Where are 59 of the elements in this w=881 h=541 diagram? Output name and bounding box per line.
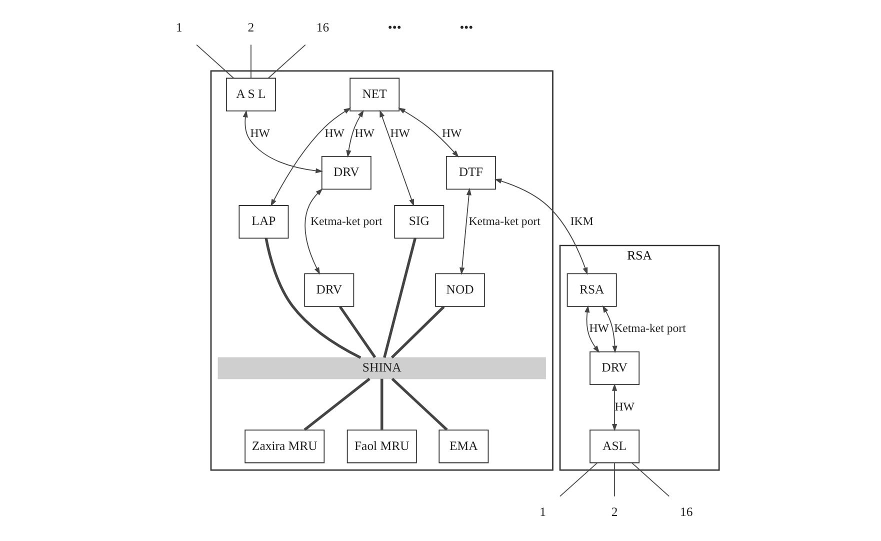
connector [250,44,252,79]
connector [196,44,234,79]
connector [304,378,370,431]
edge-label: HW [250,126,270,140]
arrow [602,305,618,354]
edge-label: HW [442,126,462,140]
connector [380,378,384,430]
node-text: 1 [540,505,546,520]
connector [614,462,616,497]
node-box: DTF [446,156,496,190]
node-box: A S L [226,78,276,112]
node-box: NET [350,78,400,112]
connector [338,306,376,358]
label: ••• [388,20,402,35]
arrow [460,188,472,275]
node-text: 16 [316,20,330,35]
node-box: SIG [394,205,444,239]
node-box: SHINA [218,357,546,380]
connector [390,306,445,359]
arrow [494,178,588,275]
node-text: 2 [248,20,254,35]
node-box: NOD [435,273,486,307]
connector [264,238,362,359]
arrow [380,110,414,206]
node-box: ASL [590,430,640,464]
edge-label: Ketma-ket port [310,214,382,228]
cluster [210,70,554,471]
arrow [270,108,352,206]
arrow [346,110,364,158]
arrow [584,305,600,353]
connector [268,44,306,79]
connector [391,378,448,431]
node-box: DRV [590,351,640,386]
edge-label: IKM [570,214,594,228]
connector [632,462,670,497]
edge-label: Ketma-ket port [614,321,686,336]
connector [383,238,416,358]
node-box: RSA [566,273,617,307]
connector [560,462,598,497]
edge-label: HW [390,126,410,140]
node-box: DRV [304,273,354,307]
node-box: Zaxira MRU [244,430,325,464]
arrow [398,108,459,158]
node-box: Faol MRU [346,430,417,464]
arrow [612,384,618,432]
edge-label: HW [614,399,634,414]
edge-label: Ketma-ket port [468,214,540,228]
edge-label: HW [589,321,609,336]
edge-label: HW [354,126,374,140]
node-text: 1 [176,20,182,35]
arrow [304,188,323,275]
label: ••• [460,20,474,35]
arrow [242,110,323,174]
node-box: EMA [438,430,489,464]
node-text: 2 [611,505,618,520]
node-box: LAP [238,205,289,239]
node-text: 16 [680,505,693,520]
edge-label: HW [324,126,344,140]
node-box: DRV [321,156,372,190]
